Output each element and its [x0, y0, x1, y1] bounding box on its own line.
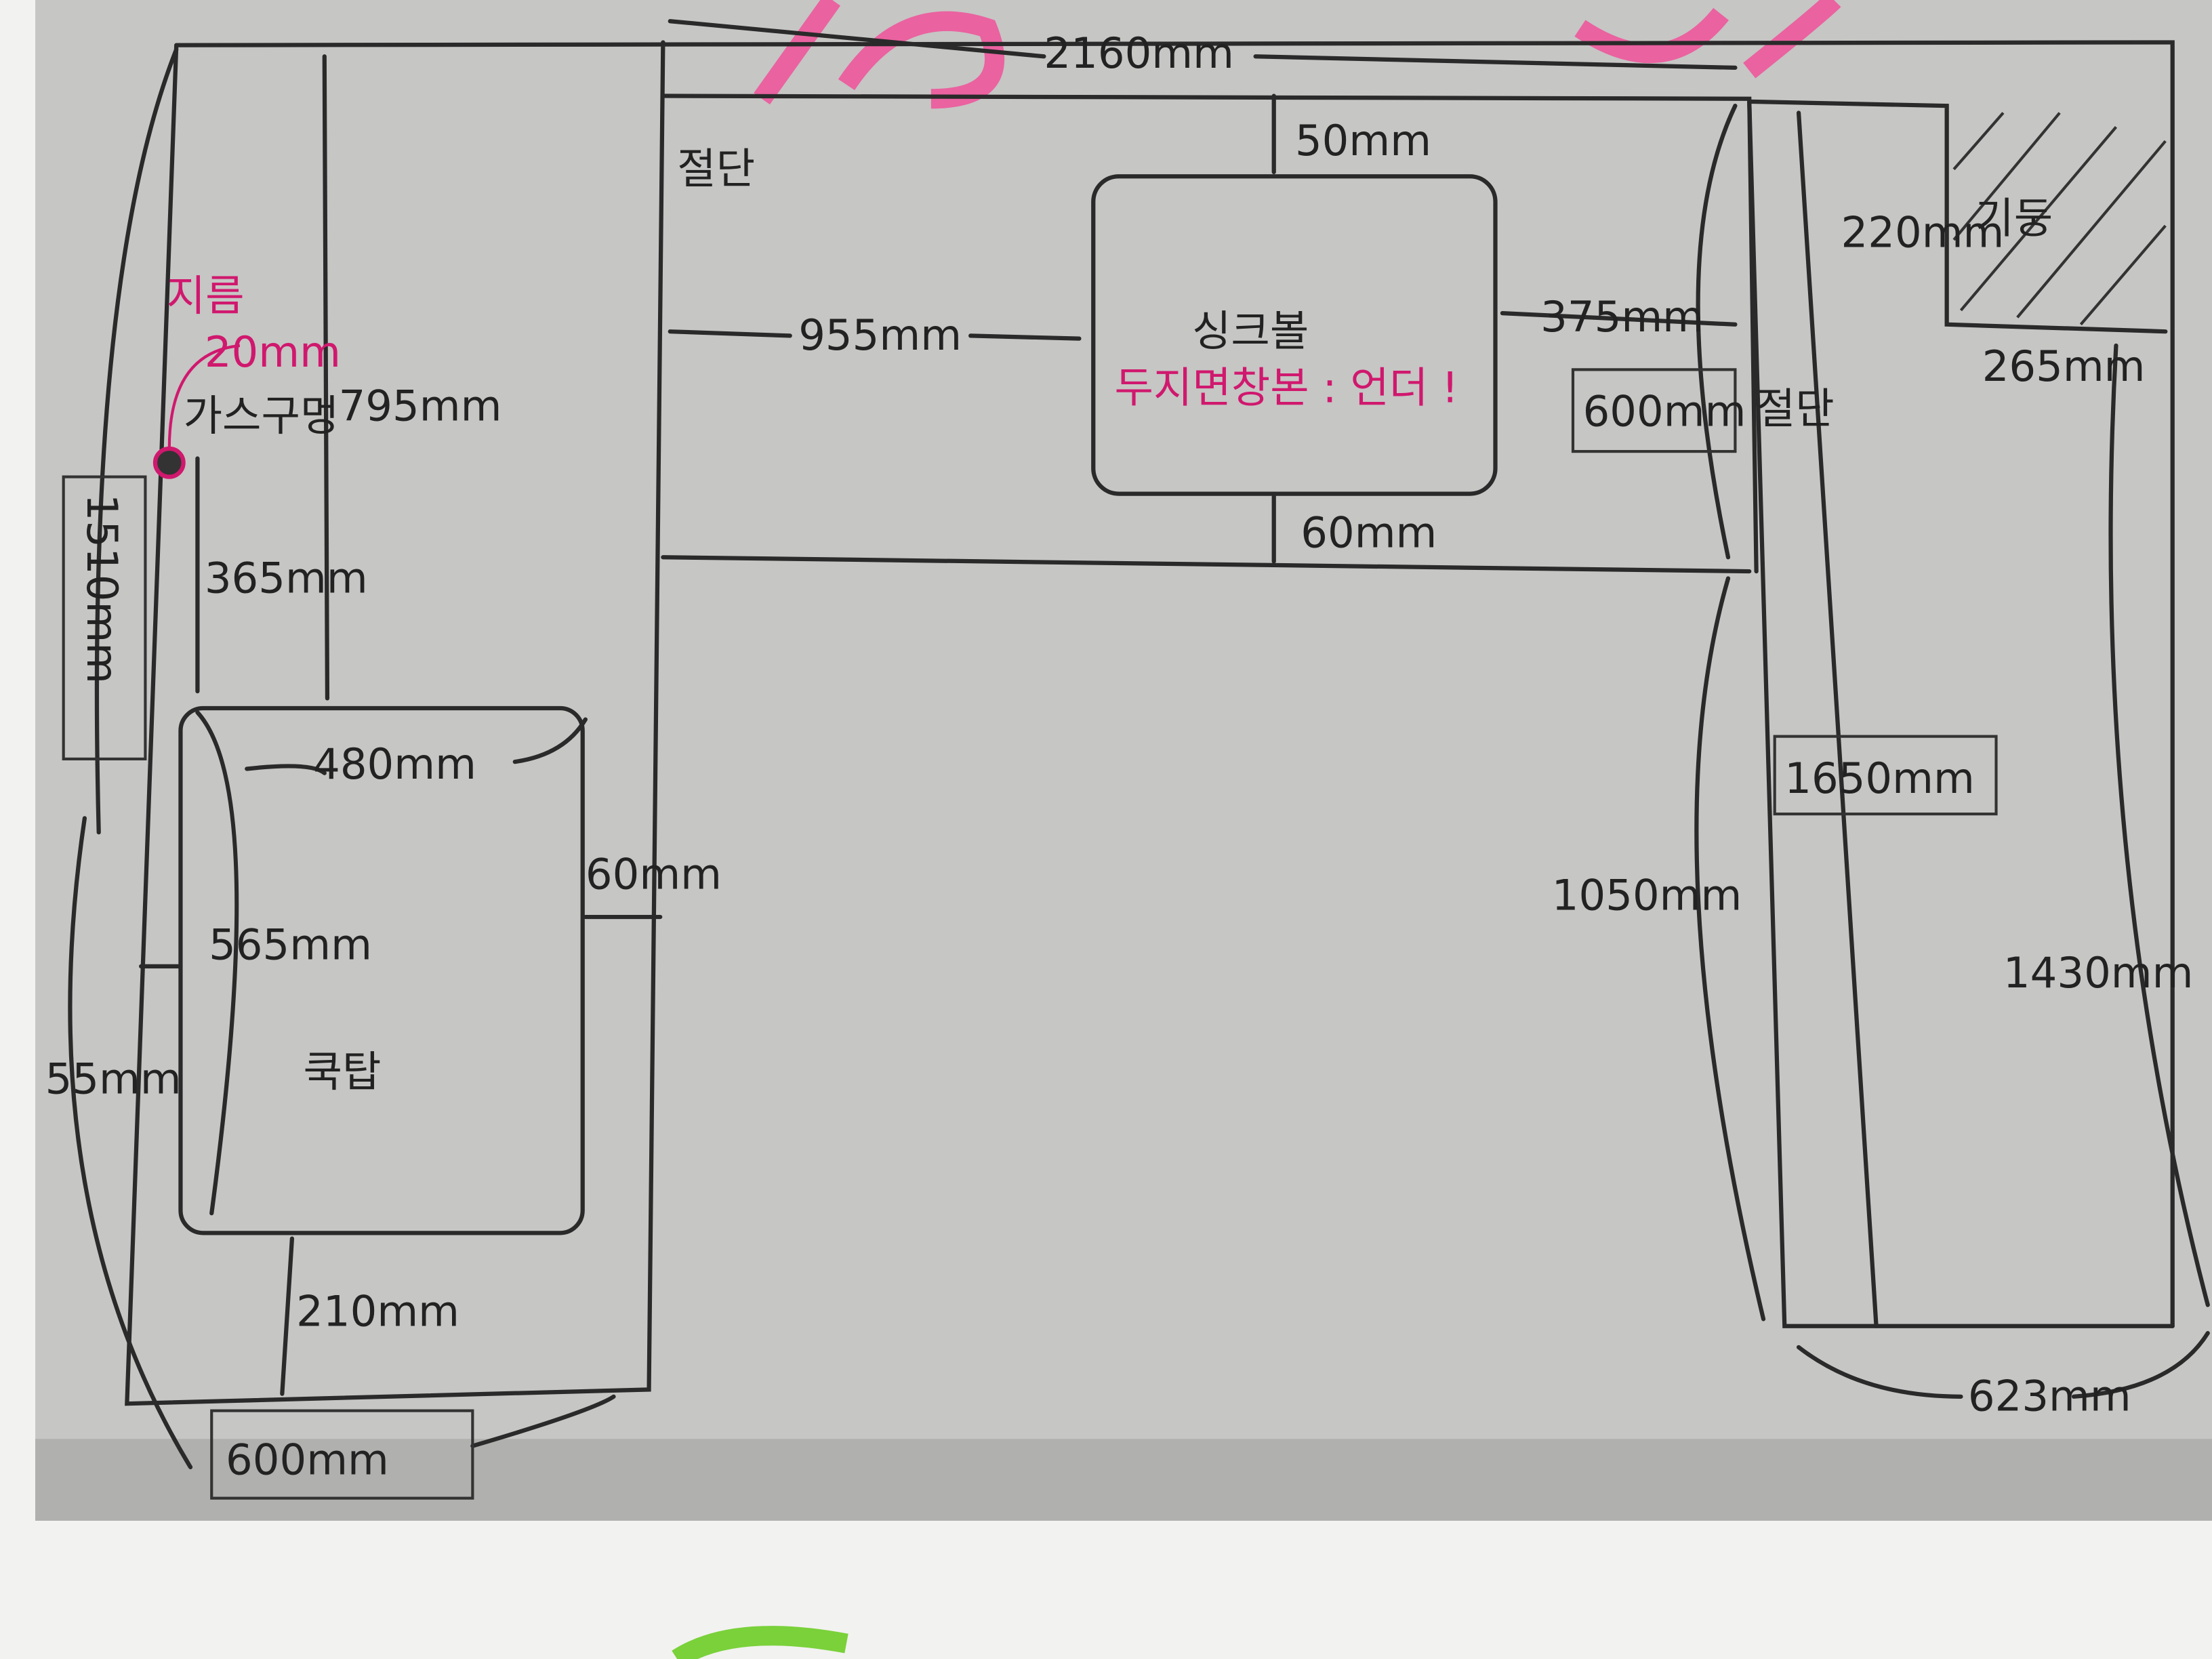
- left-depth-box: [210, 1409, 474, 1500]
- paper-sheet: [35, 0, 2212, 1521]
- pillar-width-label: 220mm: [1841, 207, 2005, 257]
- gas-hole-label: 가스구멍: [184, 391, 340, 441]
- cooktop-left-gap-label: 55mm: [45, 1054, 182, 1103]
- left-total-label: 1510mm: [77, 494, 127, 684]
- pillar-hatch: [1952, 112, 2167, 326]
- sink-right-gap-label: 375mm: [1540, 292, 1704, 342]
- dimension-lines: [68, 19, 2210, 1470]
- right-inner-label: 1430mm: [2003, 948, 2194, 998]
- highlighter-scribble: [754, 0, 1841, 109]
- green-mark: [672, 1626, 848, 1659]
- paper-shadow: [35, 1439, 2212, 1521]
- pillar-label: 기둥: [1975, 193, 2053, 243]
- cooktop-box: [178, 705, 585, 1235]
- sink-label: 싱크볼: [1192, 306, 1309, 356]
- pillar-gap-label: 265mm: [1982, 342, 2146, 391]
- left-depth-label: 600mm: [226, 1435, 389, 1484]
- right-total-label: 1650mm: [1784, 754, 1975, 803]
- cooktop-bottom-gap-label: 210mm: [296, 1287, 459, 1336]
- right-lower-label: 1050mm: [1552, 871, 1742, 920]
- sink-box: [1091, 174, 1498, 496]
- sink-note: 두지면창본 : 언더 !: [1114, 363, 1458, 412]
- right-counter-outline: [1747, 99, 2175, 1328]
- cut-left-label: 절단: [677, 144, 755, 194]
- sink-top-gap-label: 50mm: [1295, 116, 1431, 165]
- right-depth-box: [1571, 368, 1737, 453]
- cooktop-label: 쿡탑: [304, 1047, 382, 1097]
- right-depth-label: 600mm: [1583, 387, 1746, 436]
- cooktop-right-gap-label: 60mm: [586, 849, 722, 899]
- cut-right-label: 절단: [1757, 384, 1835, 433]
- gas-to-cooktop-label: 365mm: [205, 553, 368, 602]
- left-to-cooktop-label: 795mm: [339, 381, 502, 430]
- total-width-label: 2160mm: [1044, 28, 1234, 78]
- sink-counter-outline: [661, 94, 1759, 574]
- sink-bottom-gap-label: 60mm: [1300, 508, 1437, 558]
- cooktop-depth-label: 565mm: [209, 920, 372, 970]
- gas-hole-diameter: 20mm: [205, 327, 341, 377]
- left-counter-outline: [125, 40, 2175, 1406]
- cooktop-width-label: 480mm: [313, 739, 476, 789]
- gas-hole-pointer: [167, 344, 241, 449]
- gas-hole-note: 지름: [167, 271, 245, 321]
- right-bottom-label: 623mm: [1968, 1372, 2131, 1421]
- sink-left-gap-label: 955mm: [798, 310, 962, 360]
- right-total-box: [1773, 735, 1998, 816]
- left-total-box: [62, 475, 147, 760]
- gas-hole-marker: [152, 446, 186, 479]
